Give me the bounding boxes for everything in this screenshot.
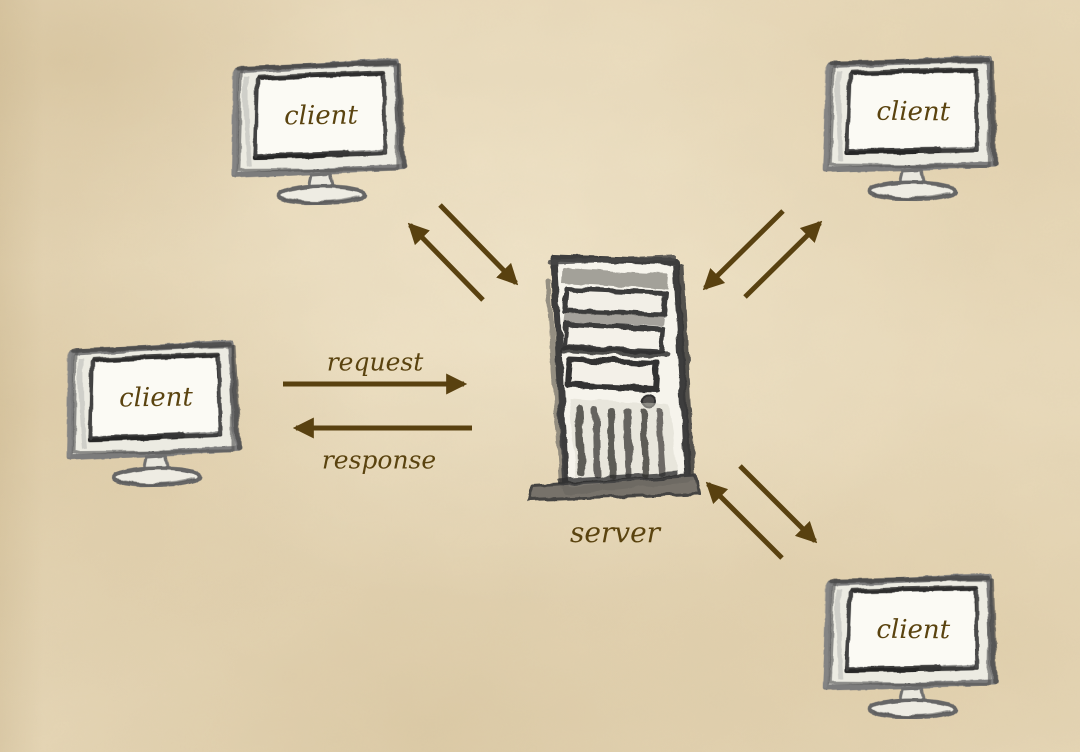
client-node-middle-left: client — [59, 338, 246, 489]
client-label: client — [118, 382, 194, 414]
arrow-bottomright-server-to-client — [738, 464, 818, 544]
client-node-top-right: client — [816, 52, 1002, 201]
arrow-topleft-client-to-server — [438, 203, 519, 286]
server-node — [527, 248, 703, 510]
arrow-topleft-server-to-client — [407, 222, 485, 302]
server-tower-sketch-icon — [527, 248, 703, 510]
client-label: client — [283, 100, 359, 132]
arrow-topright-server-to-client — [743, 220, 823, 299]
client-label: client — [876, 615, 951, 646]
server-label: server — [569, 516, 661, 549]
client-node-bottom-right: client — [817, 571, 1003, 720]
client-label: client — [876, 96, 951, 128]
request-label: request — [326, 347, 424, 377]
arrow-topright-client-to-server — [702, 209, 785, 291]
response-label: response — [321, 445, 437, 475]
arrow-bottomright-client-to-server — [705, 481, 784, 560]
client-node-top-left: client — [224, 56, 411, 206]
